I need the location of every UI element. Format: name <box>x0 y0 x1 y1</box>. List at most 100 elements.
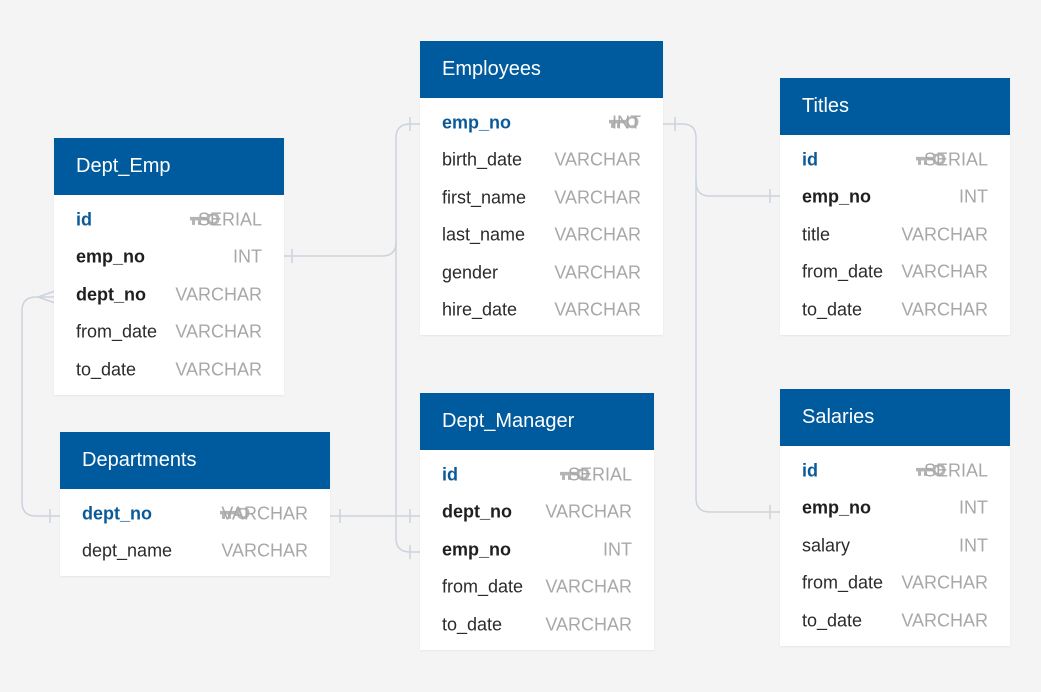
column-name: emp_no <box>442 539 512 560</box>
column-name: emp_no <box>442 112 512 133</box>
column-row[interactable]: dept_name VARCHAR <box>60 533 330 571</box>
column-name: id <box>76 209 92 230</box>
column-type: VARCHAR <box>221 503 308 524</box>
connector-crowsfoot <box>37 290 56 298</box>
column-type: VARCHAR <box>554 149 641 170</box>
column-name: id <box>442 464 458 485</box>
connector-crowsfoot <box>37 296 56 304</box>
column-name: birth_date <box>442 149 523 170</box>
column-type: SERIAL <box>923 149 988 170</box>
column-row[interactable]: dept_no VARCHAR <box>54 276 284 314</box>
column-row[interactable]: to_date VARCHAR <box>54 351 284 389</box>
column-type: VARCHAR <box>545 501 632 522</box>
table-salaries-header: Salaries <box>780 389 1010 446</box>
column-row[interactable]: id SERIAL <box>420 456 654 494</box>
column-name: to_date <box>802 299 863 320</box>
column-name: gender <box>442 262 499 283</box>
column-name: dept_name <box>82 540 173 561</box>
key-icon <box>916 152 946 166</box>
column-row[interactable]: salary INT <box>780 527 1010 565</box>
column-name: from_date <box>76 321 158 342</box>
column-row[interactable]: emp_no INT <box>54 239 284 277</box>
column-row[interactable]: from_date VARCHAR <box>54 314 284 352</box>
column-type: VARCHAR <box>221 540 308 561</box>
column-type: SERIAL <box>923 460 988 481</box>
column-type: SERIAL <box>197 209 262 230</box>
column-name: dept_no <box>442 501 512 522</box>
connector-deptemp-employees <box>284 123 420 257</box>
column-name: from_date <box>442 576 524 597</box>
key-icon <box>609 115 639 129</box>
column-row[interactable]: id SERIAL <box>54 201 284 239</box>
column-type: VARCHAR <box>554 224 641 245</box>
column-type: VARCHAR <box>901 610 988 631</box>
column-name: from_date <box>802 572 884 593</box>
key-icon <box>560 467 590 481</box>
column-row[interactable]: emp_no INT <box>780 179 1010 217</box>
connector-employees-salaries <box>695 180 780 513</box>
connector-deptemp-departments <box>21 296 60 517</box>
connector-deptmanager-employees <box>395 240 420 553</box>
column-row[interactable]: emp_no INT <box>420 104 663 142</box>
column-name: to_date <box>76 359 137 380</box>
column-name: emp_no <box>802 497 872 518</box>
column-row[interactable]: gender VARCHAR <box>420 254 663 292</box>
column-row[interactable]: from_date VARCHAR <box>780 254 1010 292</box>
column-row[interactable]: id SERIAL <box>780 452 1010 490</box>
column-name: dept_no <box>76 284 146 305</box>
column-row[interactable]: birth_date VARCHAR <box>420 142 663 180</box>
connector-employees-titles <box>663 123 780 197</box>
key-icon <box>916 463 946 477</box>
column-row[interactable]: dept_no VARCHAR <box>60 495 330 533</box>
column-type: VARCHAR <box>545 576 632 597</box>
column-name: hire_date <box>442 299 518 320</box>
key-icon <box>220 506 250 520</box>
column-name: id <box>802 460 818 481</box>
column-type: VARCHAR <box>175 321 262 342</box>
column-type: SERIAL <box>567 464 632 485</box>
column-type: INT <box>959 535 988 556</box>
column-name: id <box>802 149 818 170</box>
column-row[interactable]: id SERIAL <box>780 141 1010 179</box>
column-row[interactable]: dept_no VARCHAR <box>420 494 654 532</box>
column-row[interactable]: to_date VARCHAR <box>780 602 1010 640</box>
column-row[interactable]: first_name VARCHAR <box>420 179 663 217</box>
column-type: VARCHAR <box>901 224 988 245</box>
column-type: VARCHAR <box>554 262 641 283</box>
column-type: VARCHAR <box>901 261 988 282</box>
key-icon <box>190 212 220 226</box>
column-name: to_date <box>802 610 863 631</box>
column-name: dept_no <box>82 503 152 524</box>
column-type: VARCHAR <box>175 284 262 305</box>
column-type: INT <box>233 246 262 267</box>
column-type: VARCHAR <box>175 359 262 380</box>
column-row[interactable]: from_date VARCHAR <box>420 569 654 607</box>
column-type: VARCHAR <box>545 614 632 635</box>
column-type: INT <box>959 186 988 207</box>
column-name: first_name <box>442 187 527 208</box>
column-name: salary <box>802 535 851 556</box>
column-type: VARCHAR <box>554 187 641 208</box>
column-name: emp_no <box>76 246 146 267</box>
table-dept-emp-header: Dept_Emp <box>54 138 284 195</box>
column-name: from_date <box>802 261 884 282</box>
column-type: INT <box>612 112 641 133</box>
column-name: emp_no <box>802 186 872 207</box>
